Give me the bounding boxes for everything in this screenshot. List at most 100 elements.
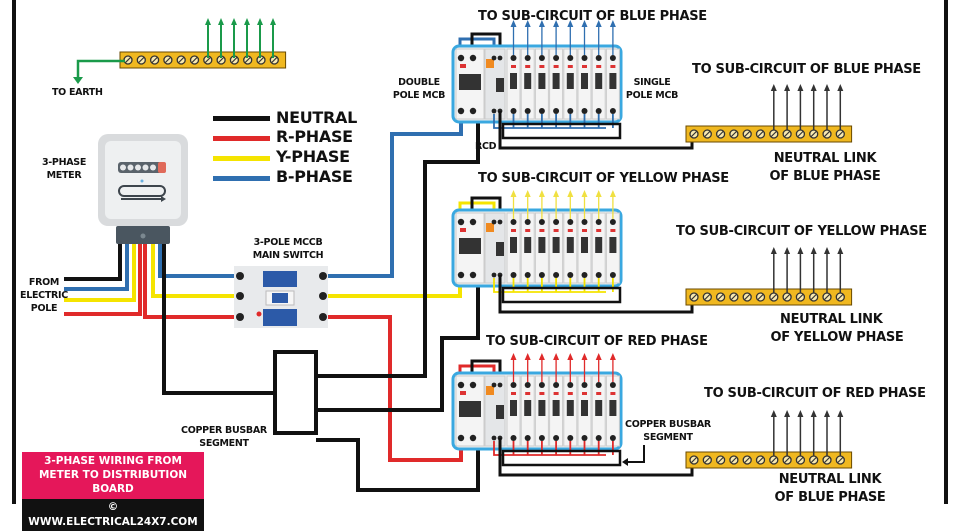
meter-label-line1: 3-PHASE — [41, 157, 87, 168]
terminal — [524, 435, 531, 441]
mccb-label-line2: MAIN SWITCH — [252, 250, 324, 261]
single-pole-mcb — [605, 375, 620, 447]
terminal — [457, 54, 465, 62]
sub-circuit-output-arrow — [567, 20, 574, 55]
terminal — [491, 55, 497, 61]
terminal — [609, 108, 616, 114]
terminal — [581, 219, 588, 225]
terminal — [510, 382, 517, 388]
double-pole-mcb — [455, 212, 485, 284]
neutral-link-blue-heading: TO SUB-CIRCUIT OF BLUE PHASE — [692, 62, 921, 77]
from-electric-pole-label: FROM ELECTRIC POLE — [14, 276, 74, 315]
terminal-screw — [795, 292, 806, 302]
sub-circuit-output-arrow — [510, 190, 517, 219]
neutral-output-arrow — [810, 84, 817, 130]
meter-label: 3-PHASE METER — [34, 156, 94, 182]
neutral-links — [685, 84, 853, 469]
legend-swatch-neutral — [213, 116, 270, 121]
sub-circuit-output-arrow — [538, 20, 545, 55]
terminal — [491, 108, 497, 114]
busbar-neutral-blue-wire — [316, 122, 480, 378]
terminal-screw — [689, 292, 699, 302]
nl-yellow-cap1: NEUTRAL LINK — [780, 312, 883, 327]
single-pole-mcb — [520, 48, 535, 120]
terminal — [581, 55, 588, 61]
single-pole-mcb — [506, 48, 521, 120]
single-pole-mcb — [534, 212, 549, 284]
legend-swatch-y-phase — [213, 156, 270, 161]
sub-circuit-output-arrow — [581, 20, 588, 55]
earth-output-arrow — [257, 18, 263, 58]
legend-b-phase-label: B-PHASE — [276, 167, 353, 186]
terminal — [595, 272, 602, 278]
terminal — [457, 107, 465, 115]
dp-mcb-line2: POLE MCB — [392, 90, 446, 101]
pole-r-phase-wire — [64, 244, 142, 316]
terminal — [609, 272, 616, 278]
terminal-screw — [702, 292, 712, 302]
legend-neutral-label: NEUTRAL — [276, 108, 358, 127]
from-pole-line2: ELECTRIC — [20, 290, 68, 301]
mccb-r-to-board-wire — [323, 315, 463, 462]
single-pole-mcb — [549, 375, 564, 447]
sub-circuit-output-arrow — [524, 190, 531, 219]
neutral-output-arrow — [770, 247, 777, 293]
neutral-output-arrow — [810, 247, 817, 293]
distribution-board-red — [451, 353, 694, 477]
meter-y-out-wire — [151, 244, 240, 298]
terminal-screw — [822, 129, 832, 139]
terminal — [510, 435, 517, 441]
sub-circuit-output-arrow — [553, 353, 560, 382]
terminal-screw — [729, 129, 739, 139]
terminal-screw — [163, 55, 173, 65]
neutral-link-red-caption: NEUTRAL LINK OF BLUE PHASE — [770, 471, 890, 507]
terminal — [581, 382, 588, 388]
terminal-screw — [769, 292, 779, 302]
terminal-screw — [769, 455, 779, 465]
terminal — [538, 219, 545, 225]
terminal-screw — [782, 455, 792, 465]
terminal — [567, 382, 574, 388]
sp-mcb-line1: SINGLE — [633, 77, 671, 88]
sub-circuit-output-arrow — [538, 353, 545, 382]
terminal — [553, 435, 560, 441]
terminal-screw — [216, 55, 226, 65]
pole-neutral-wire — [64, 244, 122, 281]
sub-circuit-output-arrow — [595, 20, 602, 55]
legend-swatch-b-phase — [213, 176, 270, 181]
rcd-label: RCD — [475, 141, 497, 152]
earth-wire — [76, 59, 125, 80]
rcd-device — [484, 48, 506, 120]
neutral-output-arrow — [837, 84, 844, 130]
terminal — [469, 218, 477, 226]
terminal-screw — [809, 292, 819, 302]
single-pole-mcb — [563, 48, 578, 120]
terminal — [595, 435, 602, 441]
single-pole-mcb — [591, 375, 606, 447]
terminal-screw — [689, 455, 699, 465]
terminal — [609, 219, 616, 225]
terminal — [581, 108, 588, 114]
neutral-link-blue-caption: NEUTRAL LINK OF BLUE PHASE — [760, 150, 890, 186]
earth-link — [73, 18, 287, 84]
single-pole-mcb — [520, 212, 535, 284]
board-red-heading: TO SUB-CIRCUIT OF RED PHASE — [486, 334, 708, 349]
single-pole-mcb-label: SINGLE POLE MCB — [622, 76, 682, 102]
sub-circuit-output-arrow — [510, 353, 517, 382]
single-pole-mcb — [577, 48, 592, 120]
terminal-screw — [835, 129, 845, 139]
mccb-main-switch — [234, 266, 328, 328]
copper-busbar-segment-left — [273, 350, 318, 435]
terminal — [457, 271, 465, 279]
neutral-link-red-heading: TO SUB-CIRCUIT OF RED PHASE — [704, 386, 926, 401]
busbar-comb-feed — [493, 441, 606, 456]
terminal-screw — [149, 55, 160, 65]
neutral-link-strip — [685, 125, 853, 143]
neutral-link-1 — [685, 84, 853, 143]
neutral-output-arrow — [797, 247, 804, 293]
sub-circuit-output-arrow — [609, 190, 616, 219]
terminal — [524, 55, 531, 61]
terminal — [491, 272, 497, 278]
single-pole-mcb — [506, 375, 521, 447]
terminal — [524, 382, 531, 388]
